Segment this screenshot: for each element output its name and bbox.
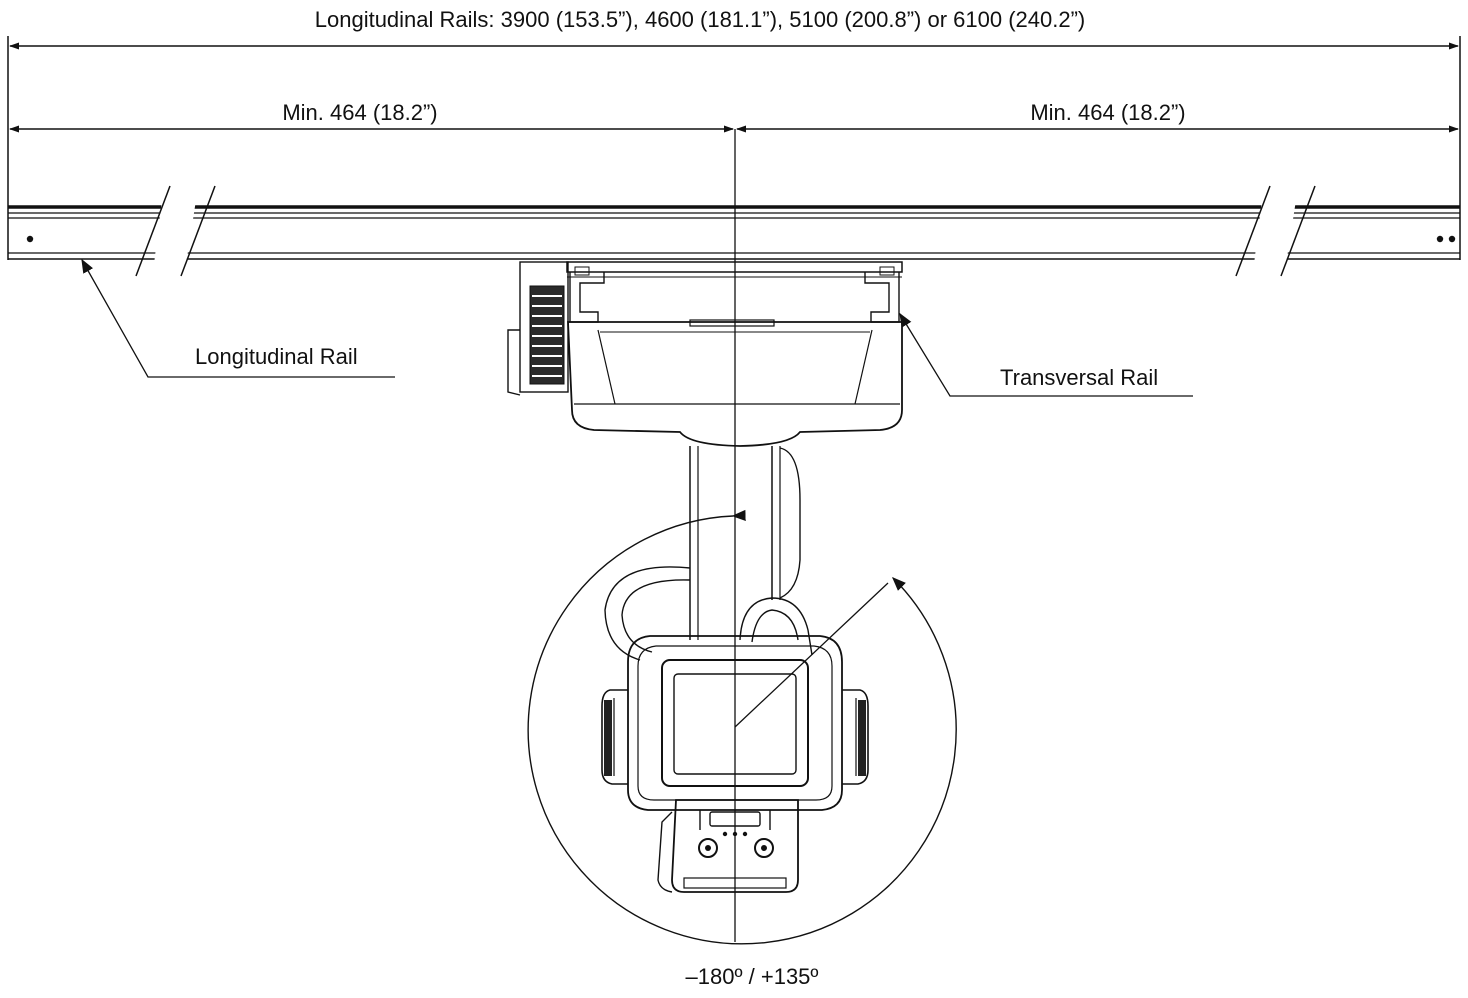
carriage-assembly (507, 261, 903, 447)
longitudinal-rail-label: Longitudinal Rail (195, 344, 358, 369)
min-dimension-right-label: Min. 464 (18.2”) (1030, 100, 1185, 125)
callout-transversal-rail: Transversal Rail (899, 312, 1193, 397)
overall-dimension-label: Longitudinal Rails: 3900 (153.5”), 4600 … (315, 7, 1085, 32)
longitudinal-rail (7, 60, 1461, 277)
min-dimension-left-label: Min. 464 (18.2”) (282, 100, 437, 125)
overall-dimension: Longitudinal Rails: 3900 (153.5”), 4600 … (7, 7, 1461, 60)
rotation-arc: –180º / +135º (527, 509, 957, 989)
transversal-rail-label: Transversal Rail (1000, 365, 1158, 390)
rotation-range-label: –180º / +135º (686, 964, 819, 989)
callout-longitudinal-rail: Longitudinal Rail (81, 258, 395, 378)
min-dimension-left: Min. 464 (18.2”) (9, 100, 734, 133)
tube-head (601, 635, 869, 830)
telescopic-column (604, 446, 813, 661)
min-dimension-right: Min. 464 (18.2”) (736, 100, 1459, 133)
collimator-unit (657, 799, 799, 893)
